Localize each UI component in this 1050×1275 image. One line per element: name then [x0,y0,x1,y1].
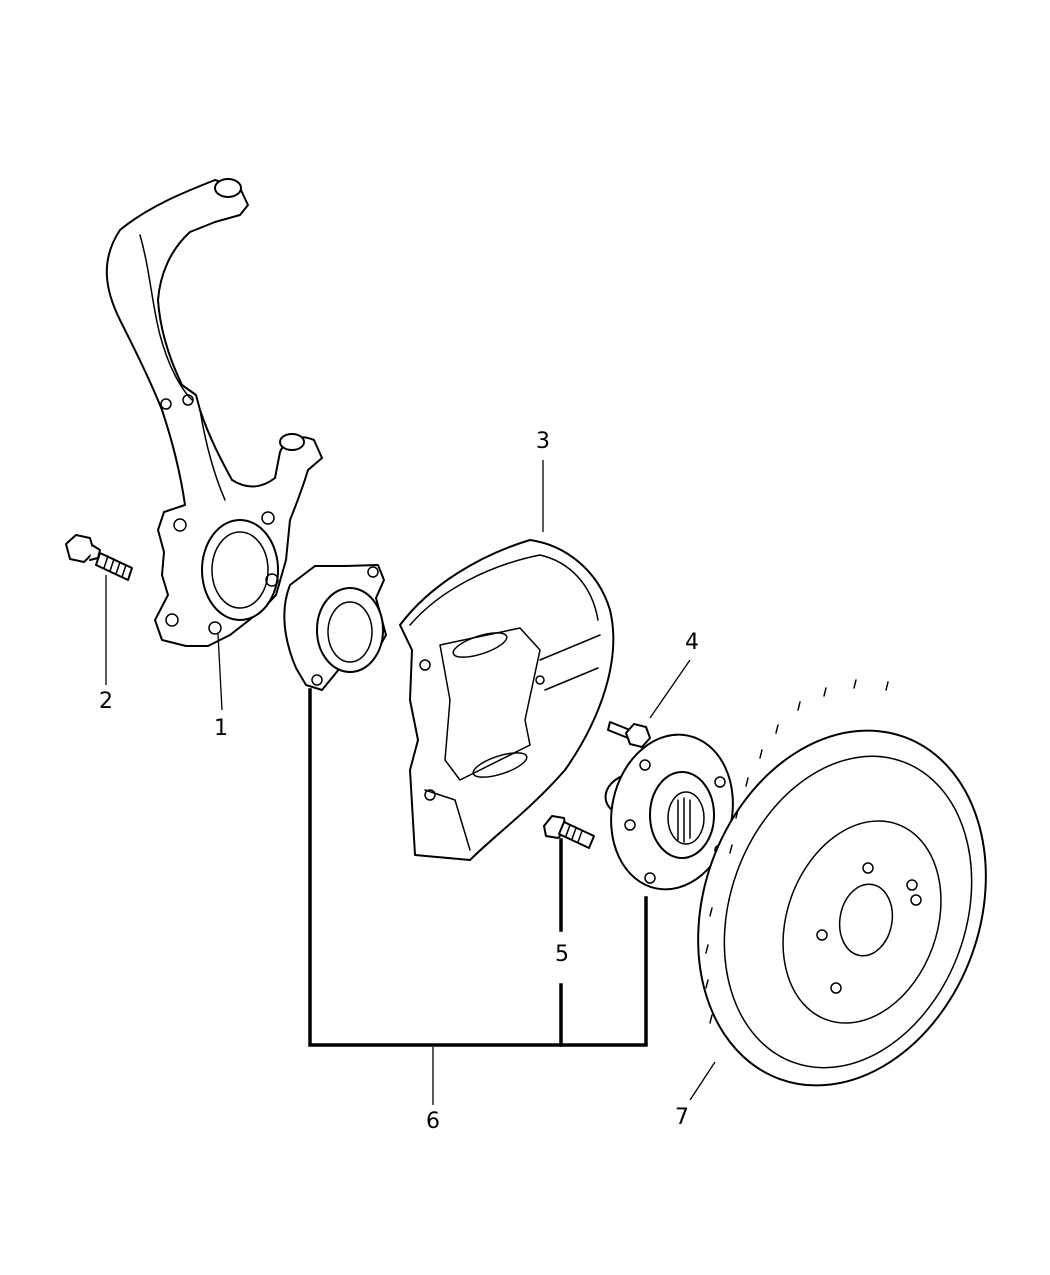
callout-5: 5 [555,942,569,967]
brake-rotor [697,679,987,1087]
callout-1: 1 [214,716,228,741]
callout-2: 2 [99,689,113,714]
hub-flange [604,733,734,891]
callout-7: 7 [675,1105,689,1130]
leader-line-7 [689,1061,716,1101]
shield-bolt [607,721,651,748]
leader-lines [105,460,716,1105]
wheel-stud [543,815,595,849]
callout-4: 4 [685,630,699,655]
steering-knuckle [105,178,323,647]
callout-labels: 1 2 3 4 5 6 7 [99,429,699,1134]
hub-assembly-bracket [308,688,648,1047]
splash-shield [399,539,615,861]
callout-6: 6 [426,1109,440,1134]
hub-bearing [283,564,387,691]
leader-line-4 [649,659,691,719]
leader-line-1 [217,633,223,711]
callout-3: 3 [536,429,550,454]
knuckle-bolt [65,534,133,581]
